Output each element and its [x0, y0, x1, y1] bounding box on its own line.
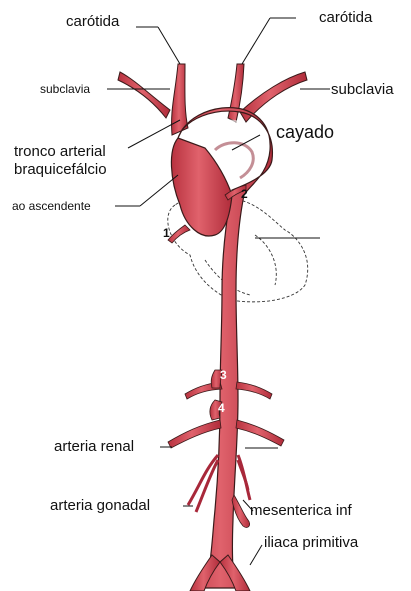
label-cayado: cayado [276, 123, 334, 141]
label-mesenterica-inf: mesenterica inf [250, 503, 352, 518]
label-subclavia-left: subclavia [40, 83, 90, 95]
ascending-aorta [171, 138, 232, 236]
marker-3: 3 [220, 369, 227, 381]
arch-highlight [195, 121, 240, 135]
marker-1: 1 [163, 227, 170, 239]
label-ao-ascendente: ao ascendente [12, 200, 91, 212]
label-subclavia-right: subclavia [331, 82, 394, 97]
marker-4: 4 [218, 402, 225, 414]
label-carotida-right: carótida [319, 10, 372, 25]
label-iliaca-primitiva: iliaca primitiva [264, 535, 358, 550]
label-tronco-line2: braquicefálcio [14, 162, 107, 177]
label-arteria-gonadal: arteria gonadal [50, 498, 150, 513]
marker-2: 2 [241, 188, 248, 200]
left-branches [118, 64, 188, 135]
label-arteria-renal: arteria renal [54, 439, 134, 454]
label-carotida-left: carótida [66, 14, 119, 29]
right-branches [228, 64, 307, 122]
label-tronco-line1: tronco arterial [14, 144, 106, 159]
inferior-mesenteric-artery [232, 495, 250, 527]
